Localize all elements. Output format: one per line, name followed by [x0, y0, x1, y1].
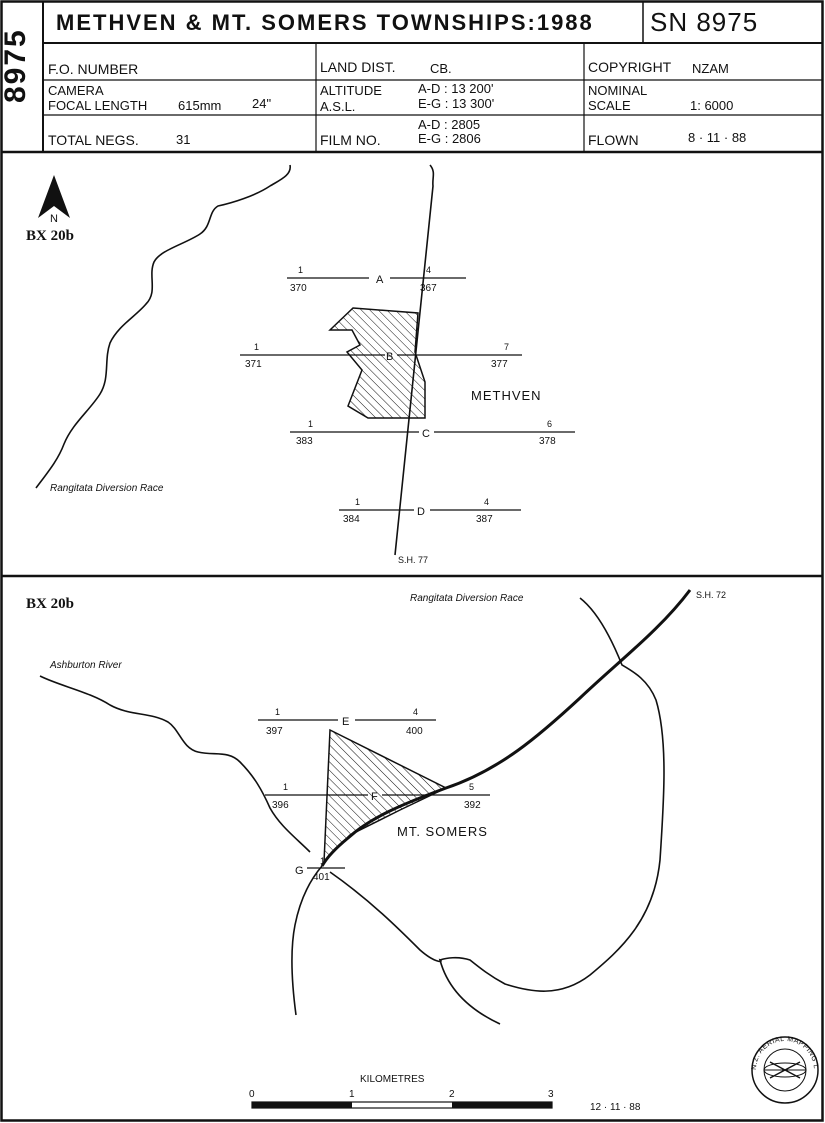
run-e-start-frame: 1 — [275, 707, 280, 717]
race-label-2: Rangitata Diversion Race — [410, 593, 524, 604]
scale-tick-2: 2 — [449, 1089, 455, 1100]
flight-run-b: B 1 371 7 377 — [240, 342, 522, 370]
north-label: N — [50, 213, 58, 225]
run-e-start-neg: 397 — [266, 726, 283, 737]
nominal-label: NOMINAL — [588, 83, 648, 98]
film-ad: A-D : 2805 — [418, 117, 481, 132]
flown-label: FLOWN — [588, 132, 639, 148]
east-road — [329, 871, 501, 1025]
run-f-start-neg: 396 — [272, 800, 289, 811]
focal-length-in: 24" — [252, 96, 272, 111]
state-highway-77 — [394, 164, 435, 556]
altitude-ad: A-D : 13 200' — [418, 81, 494, 96]
focal-length-mm: 615mm — [178, 98, 222, 113]
race-label-1: Rangitata Diversion Race — [50, 483, 164, 494]
north-arrow-icon — [38, 175, 70, 218]
scale-title: KILOMETRES — [360, 1074, 425, 1085]
run-letter-b: B — [386, 351, 393, 363]
run-f-end-neg: 392 — [464, 800, 481, 811]
run-c-end-neg: 378 — [539, 436, 556, 447]
flight-run-g: G 1 401 — [295, 856, 345, 883]
fo-number-label: F.O. NUMBER — [48, 61, 139, 77]
town-label-mt-somers: MT. SOMERS — [397, 824, 488, 839]
run-b-start-frame: 1 — [254, 342, 259, 352]
scale-tick-3: 3 — [548, 1089, 554, 1100]
total-negs-label: TOTAL NEGS. — [48, 132, 139, 148]
altitude-label: ALTITUDE — [320, 83, 382, 98]
run-c-start-neg: 383 — [296, 436, 313, 447]
land-dist-value: CB. — [430, 61, 452, 76]
flight-run-c: C 1 383 6 378 — [290, 419, 575, 447]
land-dist-label: LAND DIST. — [320, 59, 396, 75]
total-negs-value: 31 — [176, 132, 191, 147]
flight-run-d: D 1 384 4 387 — [339, 497, 521, 525]
camera-label: CAMERA — [48, 83, 104, 98]
run-d-start-neg: 384 — [343, 514, 360, 525]
run-b-end-neg: 377 — [491, 359, 508, 370]
mt-somers-area — [323, 728, 448, 864]
panel-label-2: BX 20b — [26, 596, 74, 612]
run-c-end-frame: 6 — [547, 419, 552, 429]
scale-label: SCALE — [588, 98, 631, 113]
river-label-ashburton: Ashburton River — [49, 660, 122, 671]
run-a-end-frame: 4 — [426, 265, 431, 275]
run-d-end-neg: 387 — [476, 514, 493, 525]
run-letter-a: A — [376, 274, 384, 286]
run-e-end-neg: 400 — [406, 726, 423, 737]
survey-number: SN 8975 — [650, 7, 759, 37]
page-title: METHVEN & MT. SOMERS TOWNSHIPS:1988 — [56, 10, 594, 35]
south-road — [291, 865, 323, 1016]
logo-text: N.Z. AERIAL MAPPING LTD. — [0, 0, 819, 1070]
scale-value: 1: 6000 — [690, 98, 734, 113]
run-a-start-neg: 370 — [290, 283, 307, 294]
run-b-start-neg: 371 — [245, 359, 262, 370]
run-letter-d: D — [417, 506, 425, 518]
flown-value: 8 · 11 · 88 — [688, 130, 747, 145]
scale-bar: KILOMETRES 0 1 2 3 12 · 11 · 88 — [249, 1074, 641, 1113]
run-letter-e: E — [342, 716, 349, 728]
film-eg: E-G : 2806 — [418, 131, 481, 146]
nz-aerial-mapping-logo-icon: N.Z. AERIAL MAPPING LTD. — [0, 0, 819, 1104]
compile-date: 12 · 11 · 88 — [590, 1102, 641, 1113]
diversion-race-2 — [439, 597, 665, 992]
run-letter-g: G — [295, 865, 304, 877]
run-letter-c: C — [422, 428, 430, 440]
state-highway-72 — [320, 589, 692, 867]
run-c-start-frame: 1 — [308, 419, 313, 429]
film-no-label: FILM NO. — [320, 132, 381, 148]
panel-label-1: BX 20b — [26, 228, 74, 244]
road-label-sh72: S.H. 72 — [696, 590, 726, 600]
side-code: 8975 — [0, 28, 32, 103]
run-a-start-frame: 1 — [298, 265, 303, 275]
flight-run-e: E 1 397 4 400 — [258, 707, 436, 737]
run-b-end-frame: 7 — [504, 342, 509, 352]
flight-run-a: A 1 370 4 367 — [287, 265, 466, 294]
run-d-start-frame: 1 — [355, 497, 360, 507]
map1: N BX 20b Rangitata Diversion Race S.H. 7… — [26, 164, 575, 565]
run-e-end-frame: 4 — [413, 707, 418, 717]
methven-area — [328, 307, 426, 419]
road-label-sh77: S.H. 77 — [398, 555, 428, 565]
scale-tick-0: 0 — [249, 1089, 255, 1100]
focal-length-label: FOCAL LENGTH — [48, 98, 148, 113]
ashburton-river — [39, 675, 311, 853]
run-letter-f: F — [371, 791, 378, 803]
town-label-methven: METHVEN — [471, 388, 542, 403]
asl-label: A.S.L. — [320, 99, 356, 114]
run-g-neg: 401 — [313, 872, 330, 883]
run-f-start-frame: 1 — [283, 782, 288, 792]
scale-tick-1: 1 — [349, 1089, 355, 1100]
copyright-label: COPYRIGHT — [588, 59, 672, 75]
flight-run-f: F 1 396 5 392 — [265, 782, 490, 811]
copyright-value: NZAM — [692, 61, 729, 76]
run-f-end-frame: 5 — [469, 782, 474, 792]
run-g-frame: 1 — [320, 856, 325, 866]
diversion-race-1 — [35, 164, 291, 489]
run-d-end-frame: 4 — [484, 497, 489, 507]
run-a-end-neg: 367 — [420, 283, 437, 294]
altitude-eg: E-G : 13 300' — [418, 96, 495, 111]
